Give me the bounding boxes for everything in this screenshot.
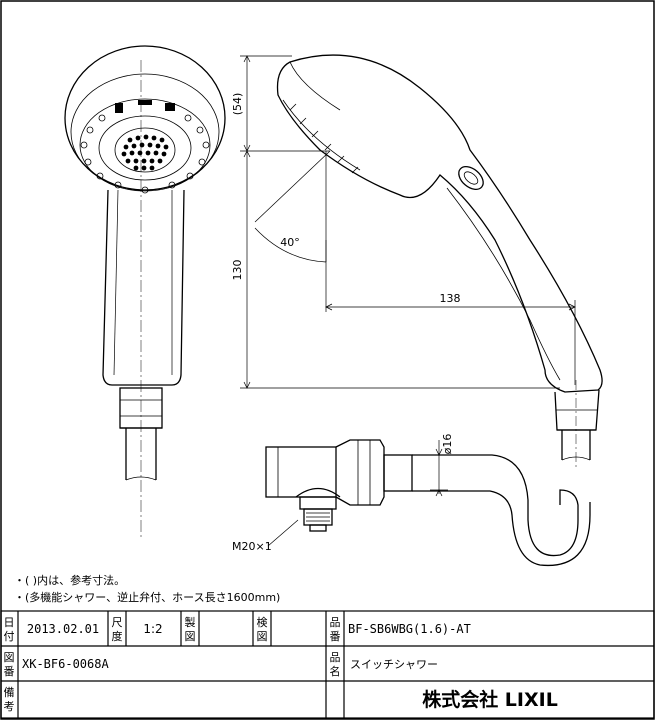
drawing-no-label-2: 番: [4, 665, 15, 678]
dim-length: 138: [440, 292, 461, 305]
company-name: 株式会社 LIXIL: [422, 688, 558, 711]
side-view-shower-head: [276, 54, 603, 470]
dim-angle: 40°: [280, 236, 300, 249]
title-block-text: 日 付 2013.02.01 尺 度 1:2 製 図 検 図 品 番 BF-SB…: [4, 615, 558, 713]
drawn-label-2: 図: [185, 630, 196, 643]
product-name-label-1: 品: [330, 651, 341, 664]
product-name-label-2: 名: [330, 664, 341, 678]
product-no-value: BF-SB6WBG(1.6)-AT: [348, 622, 471, 636]
drawing-no-value: XK-BF6-0068A: [22, 657, 109, 671]
drawing-no-label-1: 図: [4, 651, 15, 664]
note-line-1: ・( )内は、参考寸法。: [14, 573, 125, 587]
dim-hose-diameter: ø16: [441, 434, 454, 455]
dim-height-top: (54): [231, 93, 244, 116]
drawn-label-1: 製: [185, 615, 196, 629]
date-label-1: 日: [4, 616, 15, 629]
scale-label-2: 度: [112, 629, 123, 643]
dim-thread: M20×1: [232, 540, 272, 553]
product-name-value: スイッチシャワー: [350, 658, 438, 671]
checked-label-2: 図: [257, 630, 268, 643]
dim-height-total: 130: [231, 260, 244, 281]
product-no-label-1: 品: [330, 616, 341, 629]
product-no-label-2: 番: [330, 630, 341, 643]
remarks-label-1: 備: [4, 686, 15, 699]
title-block-grid: [0, 610, 655, 719]
front-view-shower-head: [64, 45, 226, 540]
scale-label-1: 尺: [112, 616, 123, 629]
hose-connector-assembly: [265, 439, 591, 567]
note-line-2: ・(多機能シャワー、逆止弁付、ホース長さ1600mm): [14, 590, 280, 604]
notes: ・( )内は、参考寸法。 ・(多機能シャワー、逆止弁付、ホース長さ1600mm): [14, 573, 280, 604]
scale-value: 1:2: [143, 622, 162, 636]
dimension-labels: (54) 130 40° 138 ø16 M20×1: [231, 93, 461, 553]
remarks-label-2: 考: [4, 700, 15, 713]
dimension-lines: [240, 55, 576, 547]
date-label-2: 付: [4, 630, 15, 643]
date-value: 2013.02.01: [27, 622, 99, 636]
checked-label-1: 検: [257, 615, 268, 629]
